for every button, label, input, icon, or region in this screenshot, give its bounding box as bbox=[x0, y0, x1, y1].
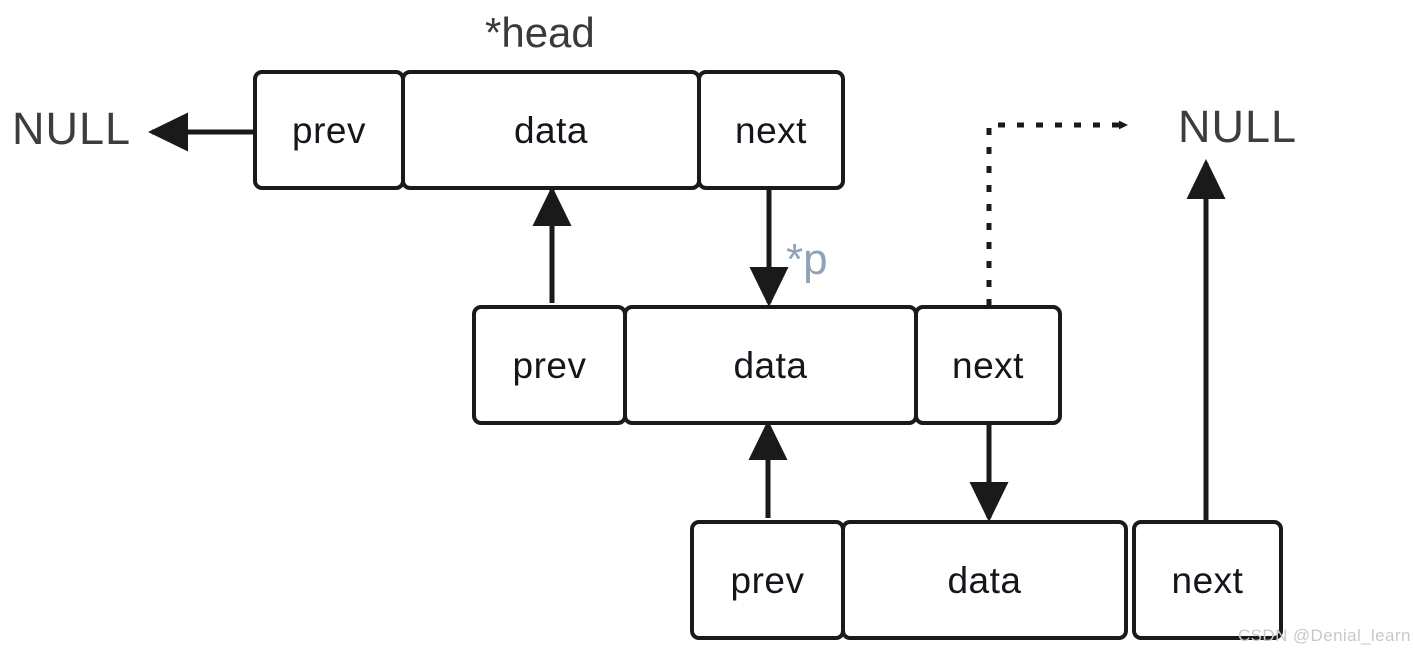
null-label-right: NULL bbox=[1178, 101, 1298, 152]
node-head-cell-next: next bbox=[697, 70, 845, 190]
node-p-cell-prev: prev bbox=[472, 305, 627, 425]
node-p-cell-next: next bbox=[914, 305, 1062, 425]
node-head-cell-data: data bbox=[401, 70, 701, 190]
p-pointer-label: *p bbox=[786, 235, 828, 284]
head-pointer-label: *head bbox=[485, 9, 595, 56]
node-p-cell-data: data bbox=[623, 305, 918, 425]
node-tail-cell-data: data bbox=[841, 520, 1128, 640]
csdn-watermark: CSDN @Denial_learn bbox=[1238, 626, 1411, 645]
node-tail-cell-prev: prev bbox=[690, 520, 845, 640]
node-tail-cell-next: next bbox=[1132, 520, 1283, 640]
null-label-left: NULL bbox=[12, 103, 132, 154]
node-head-cell-prev: prev bbox=[253, 70, 405, 190]
